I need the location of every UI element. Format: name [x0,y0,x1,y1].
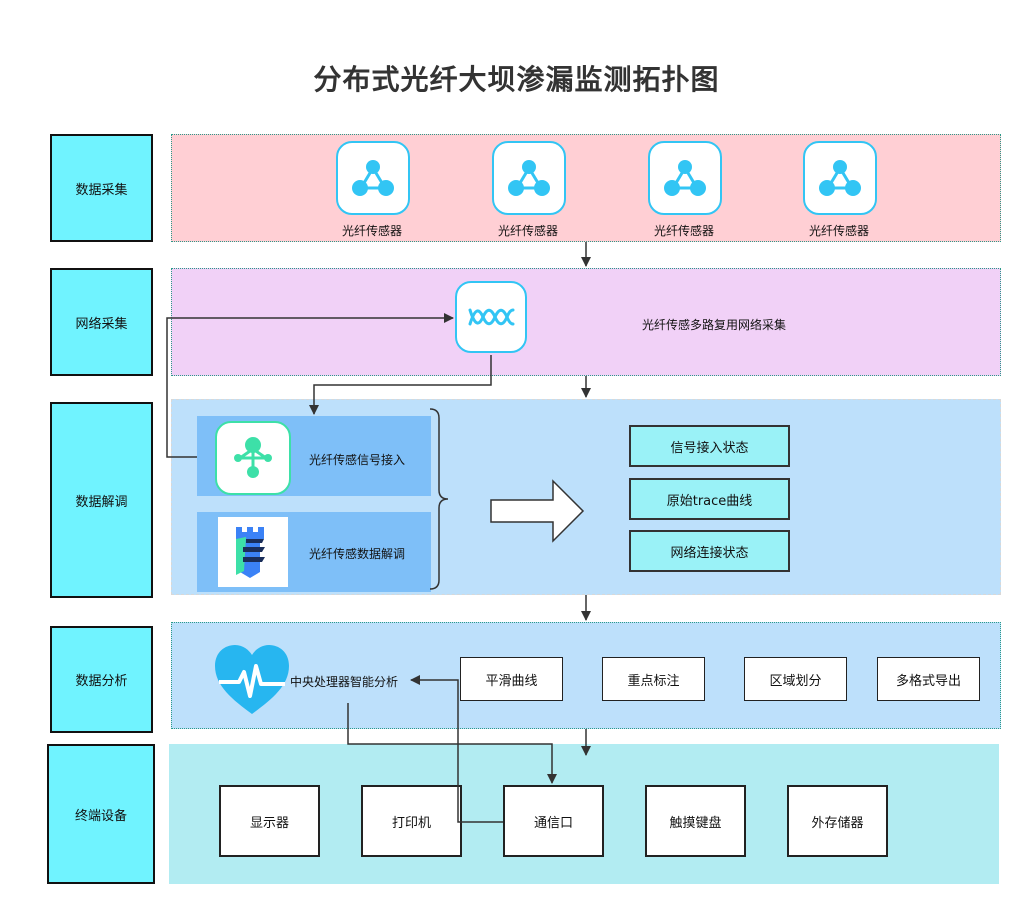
arrow-multiplexer-to-demod [309,355,492,415]
terminal-box-display: 显示器 [219,785,320,857]
castle-logo-icon [218,517,288,587]
state-box-network-link: 网络连接状态 [629,530,790,572]
sensor-label-2: 光纤传感器 [497,224,558,238]
big-right-arrow-icon [490,479,585,543]
arrow-cpu-to-comm [347,703,557,784]
layer-label-network: 网络采集 [50,268,153,376]
layer-label-terminal: 终端设备 [47,744,155,884]
layer-label-collect: 数据采集 [50,134,153,242]
network-nodes-icon [352,160,394,196]
page-title: 分布式光纤大坝渗漏监测拓扑图 [313,63,720,96]
terminal-box-printer: 打印机 [361,785,462,857]
demod-label-signal: 光纤传感信号接入 [309,453,406,467]
hub-nodes-icon [234,437,272,478]
sensor-node-4 [803,141,877,215]
func-box-region: 区域划分 [744,657,847,701]
terminal-box-external-storage: 外存储器 [787,785,888,857]
network-nodes-icon [664,160,706,196]
wave-icon [468,308,515,326]
layer-label-analysis: 数据分析 [50,626,153,733]
arrow-comm-to-cpu [410,675,503,823]
heart-pulse-icon [213,644,291,716]
func-box-export: 多格式导出 [877,657,980,701]
cpu-analysis-label: 中央处理器智能分析 [290,675,399,689]
multiplexer-node [455,281,527,353]
brace-connector [429,408,449,590]
network-nodes-icon [508,160,550,196]
demod-label-data: 光纤传感数据解调 [309,547,406,561]
terminal-box-comm-port: 通信口 [503,785,604,857]
band-analysis [171,622,1001,729]
band-network [171,268,1001,376]
state-box-signal-access: 信号接入状态 [629,425,790,467]
func-box-highlight: 重点标注 [602,657,705,701]
func-box-smooth: 平滑曲线 [460,657,563,701]
sensor-node-3 [648,141,722,215]
network-nodes-icon [819,160,861,196]
network-label: 光纤传感多路复用网络采集 [642,318,787,332]
state-box-raw-trace: 原始trace曲线 [629,478,790,520]
signal-access-node [215,421,291,495]
sensor-label-4: 光纤传感器 [808,224,869,238]
layer-label-demod: 数据解调 [50,402,153,598]
terminal-box-touch-keyboard: 触摸键盘 [645,785,746,857]
sensor-node-1 [336,141,410,215]
sensor-label-1: 光纤传感器 [341,224,402,238]
sensor-node-2 [492,141,566,215]
sensor-label-3: 光纤传感器 [653,224,714,238]
arrow-signal-to-multiplexer [166,313,454,458]
